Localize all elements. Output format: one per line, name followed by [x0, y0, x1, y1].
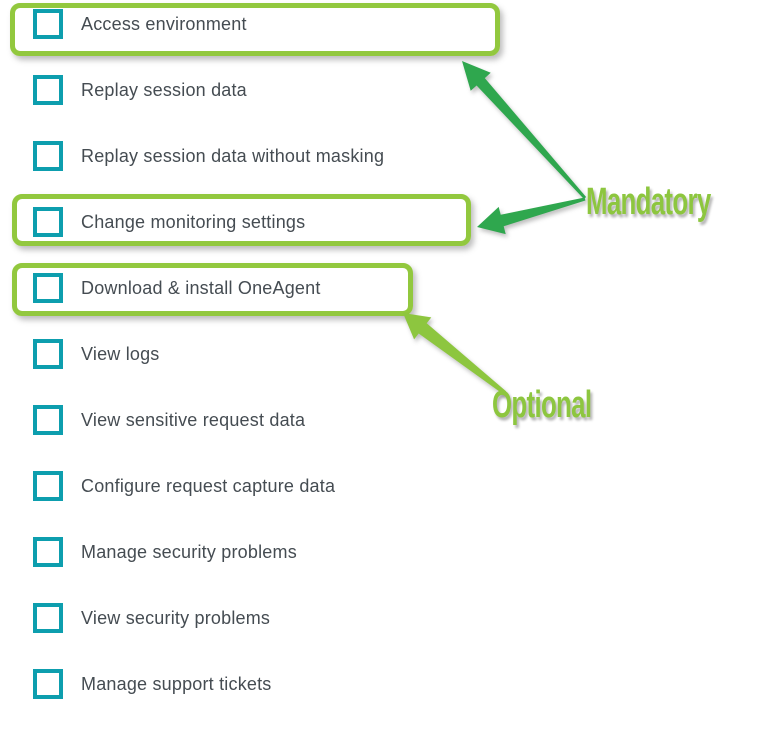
checkbox-view-sensitive-request-data[interactable] [33, 405, 63, 435]
checkbox-configure-request-capture-data[interactable] [33, 471, 63, 501]
permission-row: Replay session data without masking [33, 141, 384, 171]
optional-annotation-label: Optional [492, 384, 592, 426]
checkbox-replay-session-data[interactable] [33, 75, 63, 105]
permission-label[interactable]: Access environment [81, 13, 247, 34]
permission-row: Replay session data [33, 75, 247, 105]
permission-label[interactable]: Download & install OneAgent [81, 277, 321, 298]
permission-label[interactable]: Manage security problems [81, 541, 297, 562]
permission-row: Access environment [33, 9, 247, 39]
checkbox-manage-security-problems[interactable] [33, 537, 63, 567]
highlight-box-download-install-oneagent [12, 263, 413, 316]
checkbox-download-install-oneagent[interactable] [33, 273, 63, 303]
highlight-box-change-monitoring-settings [12, 194, 471, 246]
checkbox-view-logs[interactable] [33, 339, 63, 369]
permission-row: View sensitive request data [33, 405, 305, 435]
checkbox-view-security-problems[interactable] [33, 603, 63, 633]
checkbox-access-environment[interactable] [33, 9, 63, 39]
permission-row: Download & install OneAgent [33, 273, 321, 303]
permission-label[interactable]: Configure request capture data [81, 475, 336, 496]
permission-label[interactable]: View security problems [81, 607, 271, 628]
mandatory-arrow-to-change-monitoring-settings-icon [477, 197, 586, 235]
permission-row: Change monitoring settings [33, 207, 305, 237]
permission-row: Configure request capture data [33, 471, 335, 501]
permission-row: View logs [33, 339, 160, 369]
permission-label[interactable]: Manage support tickets [81, 673, 272, 694]
permission-row: Manage support tickets [33, 669, 272, 699]
optional-arrow-to-download-install-oneagent-icon [403, 313, 507, 395]
permission-label[interactable]: View sensitive request data [81, 409, 306, 430]
mandatory-arrow-to-access-environment-icon [462, 61, 587, 199]
mandatory-annotation-label: Mandatory [586, 181, 711, 223]
checkbox-replay-session-data-without-masking[interactable] [33, 141, 63, 171]
permission-row: Manage security problems [33, 537, 297, 567]
permission-label[interactable]: Change monitoring settings [81, 211, 306, 232]
permission-row: View security problems [33, 603, 270, 633]
permission-label[interactable]: Replay session data without masking [81, 145, 385, 166]
highlight-box-access-environment [10, 3, 500, 56]
permission-label[interactable]: View logs [81, 343, 160, 364]
checkbox-change-monitoring-settings[interactable] [33, 207, 63, 237]
checkbox-manage-support-tickets[interactable] [33, 669, 63, 699]
permission-label[interactable]: Replay session data [81, 79, 247, 100]
